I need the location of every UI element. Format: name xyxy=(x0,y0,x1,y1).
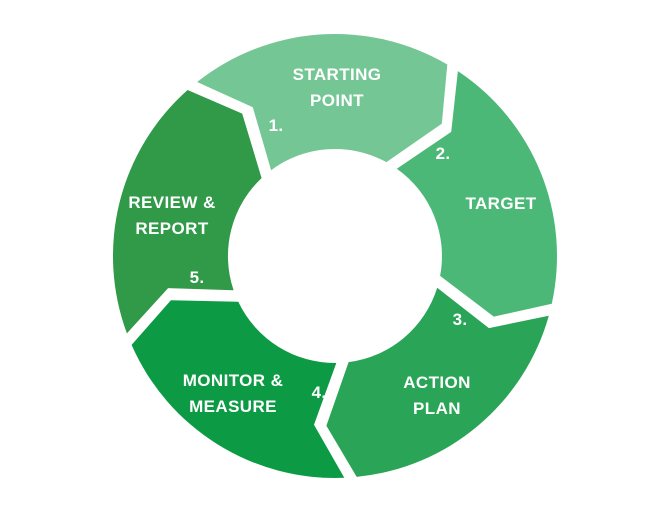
segment-label-target: TARGET xyxy=(465,191,536,217)
segment-number-5: 5. xyxy=(189,268,205,287)
segment-label-line: ACTION xyxy=(403,373,471,392)
segment-label-action-plan: ACTION PLAN xyxy=(403,370,471,422)
segment-label-starting-point: STARTING POINT xyxy=(293,62,382,114)
segment-label-line: POINT xyxy=(310,91,364,110)
segment-label-line: TARGET xyxy=(465,194,537,213)
segment-wedge-2 xyxy=(396,71,557,317)
segment-label-line: MONITOR & xyxy=(182,371,284,390)
segment-number-4: 4. xyxy=(311,383,327,402)
segment-number-1: 1. xyxy=(268,116,284,135)
segment-label-review-report: REVIEW & REPORT xyxy=(128,190,215,242)
segment-wedge-1 xyxy=(197,33,448,171)
segment-label-line: REVIEW & xyxy=(128,193,216,212)
segment-wedge-5 xyxy=(112,90,262,334)
segment-label-line: PLAN xyxy=(413,399,461,418)
segment-wedge-4 xyxy=(131,300,345,478)
segment-label-line: STARTING xyxy=(292,65,382,84)
segment-number-3: 3. xyxy=(452,310,468,329)
segment-label-monitor-measure: MONITOR & MEASURE xyxy=(183,368,284,420)
segment-number-2: 2. xyxy=(435,144,451,163)
segment-wedge-3 xyxy=(326,287,549,477)
segment-label-line: REPORT xyxy=(135,219,209,238)
segment-label-line: MEASURE xyxy=(189,397,277,416)
